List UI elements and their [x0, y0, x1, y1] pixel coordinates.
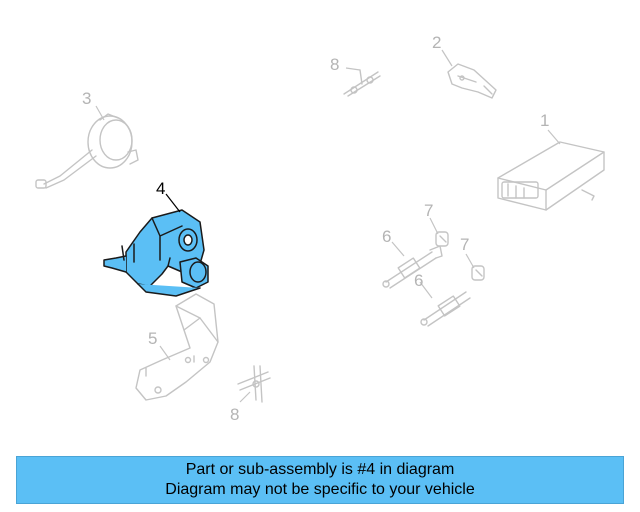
leader-3	[95, 105, 105, 121]
callout-3: 3	[82, 89, 91, 108]
part-3-actuator[interactable]	[35, 113, 139, 189]
callout-1: 1	[540, 111, 549, 130]
banner-line-2: Diagram may not be specific to your vehi…	[165, 481, 475, 498]
callout-8-bottom: 8	[230, 405, 239, 424]
callout-8-top: 8	[330, 55, 339, 74]
callout-5: 5	[148, 329, 157, 348]
callout-7-lower: 7	[460, 235, 469, 254]
parts-diagram: 1 2 8 3 4	[35, 33, 605, 424]
callout-6-upper: 6	[382, 227, 391, 246]
callout-6-lower: 6	[414, 271, 423, 290]
part-1-control-module[interactable]	[497, 141, 605, 211]
part-8-tee-connector-bottom[interactable]	[237, 365, 271, 403]
leader-6-upper	[391, 241, 405, 257]
banner-line-1: Part or sub-assembly is #4 in diagram	[185, 461, 455, 478]
part-4-solenoid-valve[interactable]	[103, 209, 209, 297]
leader-7-lower	[465, 253, 475, 269]
part-6-sensor-lower[interactable]	[420, 291, 471, 327]
callout-4: 4	[156, 179, 165, 198]
leader-8-bottom	[239, 391, 251, 403]
part-5-mounting-bracket[interactable]	[135, 293, 219, 401]
leader-2	[441, 49, 453, 67]
part-7-clip-lower[interactable]	[471, 265, 485, 281]
leader-8-top	[345, 67, 361, 71]
part-2-bracket[interactable]	[447, 63, 497, 99]
leader-4	[165, 193, 181, 213]
leader-7-upper	[429, 217, 439, 235]
leader-1	[547, 129, 561, 145]
part-7-clip-upper[interactable]	[435, 231, 449, 247]
callout-7-upper: 7	[424, 201, 433, 220]
leader-6-lower	[419, 281, 433, 299]
part-8-tee-connector-top[interactable]	[343, 69, 381, 97]
part-6-sensor-upper[interactable]	[382, 245, 443, 289]
info-banner: Part or sub-assembly is #4 in diagram Di…	[16, 456, 624, 504]
callout-2: 2	[432, 33, 441, 52]
leader-5	[159, 345, 171, 361]
